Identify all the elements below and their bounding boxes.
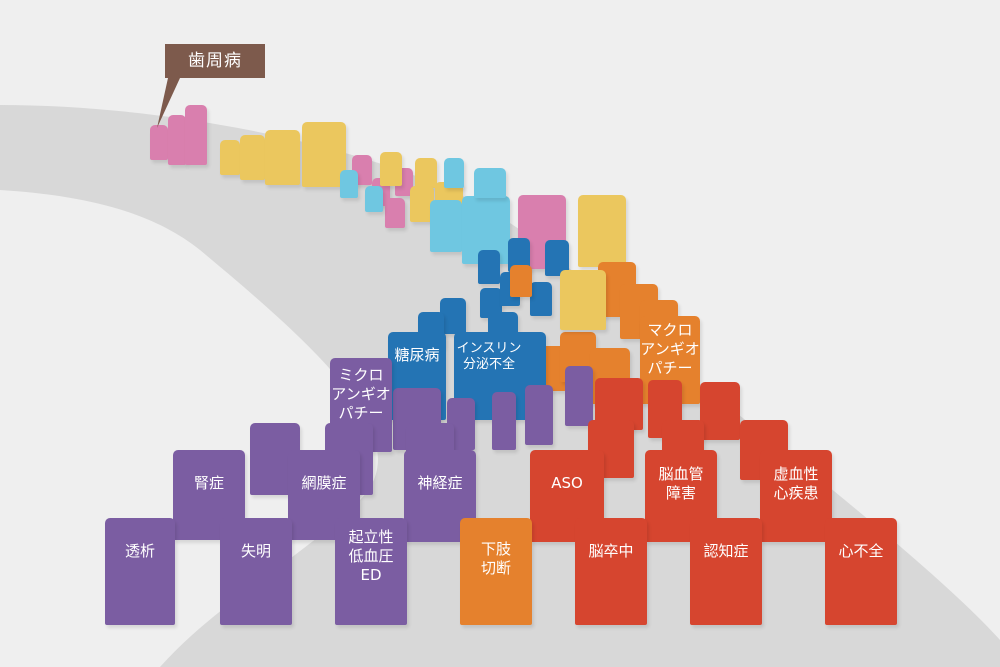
yellow-block xyxy=(265,130,300,185)
orange-block xyxy=(510,265,532,297)
blue-block xyxy=(480,288,502,318)
periodontal-block xyxy=(150,125,168,160)
light-blue-block xyxy=(340,170,358,198)
periodontal-block xyxy=(185,105,207,165)
light-blue-block xyxy=(430,200,462,252)
ischemic-heart-disease-block xyxy=(760,450,832,542)
yellow-block xyxy=(240,135,265,180)
dementia-block xyxy=(690,518,762,625)
periodontal-disease-tag: 歯周病 xyxy=(165,44,265,78)
red-block xyxy=(700,382,740,440)
yellow-block xyxy=(380,152,402,186)
periodontal-block xyxy=(168,115,186,165)
purple-block xyxy=(525,385,553,445)
orthostatic-hypotension-ed-block xyxy=(335,518,407,625)
blue-block xyxy=(440,298,466,334)
purple-block xyxy=(565,366,593,426)
purple-block xyxy=(492,392,516,450)
amputation-block xyxy=(460,518,532,625)
heart-failure-block xyxy=(825,518,897,625)
blue-block xyxy=(530,282,552,316)
blue-block xyxy=(478,250,500,284)
dialysis-block xyxy=(105,518,175,625)
light-blue-block xyxy=(474,168,506,198)
yellow-block xyxy=(560,270,606,330)
periodontal-block xyxy=(385,198,405,228)
light-blue-block xyxy=(365,186,383,212)
light-blue-block xyxy=(444,158,464,188)
yellow-block xyxy=(415,158,437,188)
stroke-block xyxy=(575,518,647,625)
blue-block xyxy=(508,238,530,272)
yellow-block xyxy=(578,195,626,267)
yellow-block xyxy=(220,140,240,175)
yellow-block xyxy=(302,122,346,187)
blindness-block xyxy=(220,518,292,625)
